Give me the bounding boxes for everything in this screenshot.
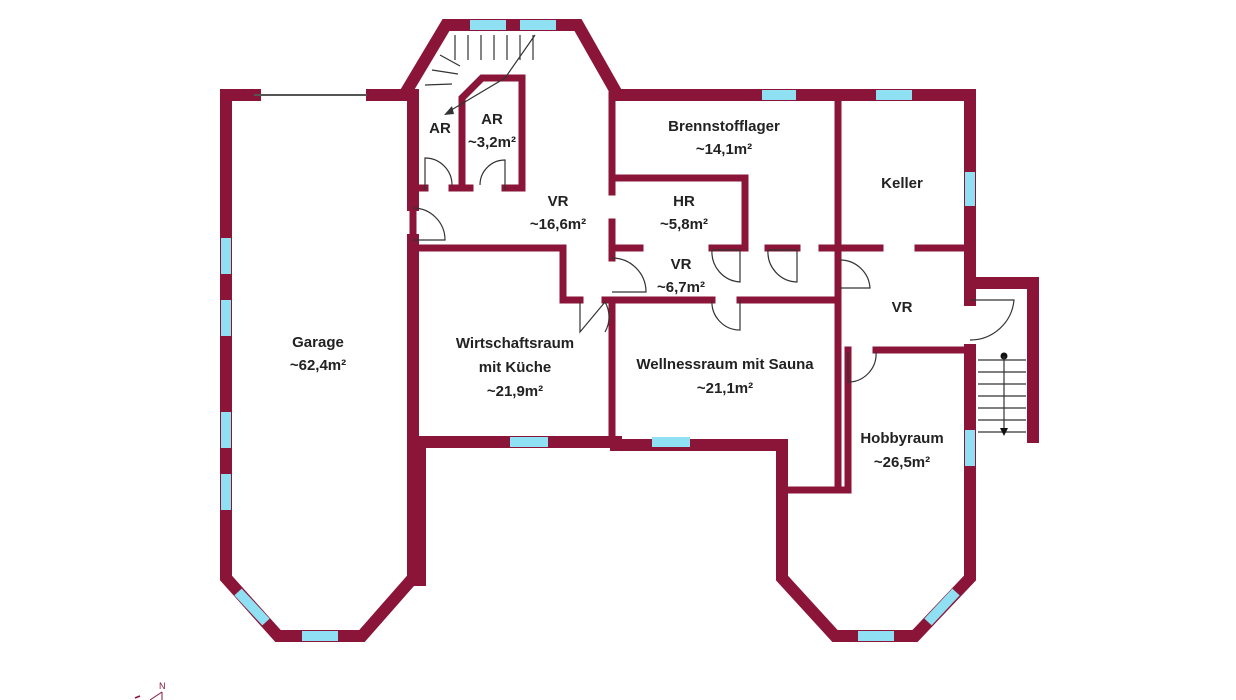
- wellnessraum-name: Wellnessraum mit Sauna: [636, 356, 814, 373]
- hr-area: ~5,8m²: [660, 216, 708, 233]
- garage-area: ~62,4m²: [290, 357, 346, 374]
- brennstofflager-area: ~14,1m²: [696, 141, 752, 158]
- vr-right-name: VR: [892, 299, 913, 316]
- windows: [221, 20, 975, 641]
- outer-walls: [220, 19, 1039, 642]
- wellnessraum-area: ~21,1m²: [697, 380, 753, 397]
- wirtschaftsraum-area: ~21,9m²: [487, 383, 543, 400]
- staircase-top: [424, 34, 536, 115]
- ar-right-area: ~3,2m²: [468, 134, 516, 151]
- ar-right-name: AR: [481, 111, 503, 128]
- brennstofflager-name: Brennstofflager: [668, 118, 780, 135]
- inner-walls: [409, 74, 974, 494]
- hobbyraum-area: ~26,5m²: [874, 454, 930, 471]
- wirtschaftsraum-line2: mit Küche: [479, 359, 552, 376]
- vr-hall-area: ~16,6m²: [530, 216, 586, 233]
- vr-hall-name: VR: [548, 193, 569, 210]
- compass-label: N: [159, 681, 166, 691]
- keller-name: Keller: [881, 175, 923, 192]
- garage-name: Garage: [292, 334, 344, 351]
- compass: N: [134, 681, 166, 700]
- hobbyraum-name: Hobbyraum: [860, 430, 943, 447]
- staircase-entrance: [978, 352, 1026, 436]
- wirtschaftsraum-line1: Wirtschaftsraum: [456, 335, 574, 352]
- hr-name: HR: [673, 193, 695, 210]
- vr-corridor-name: VR: [671, 256, 692, 273]
- vr-corridor-area: ~6,7m²: [657, 279, 705, 296]
- doors: [412, 157, 1015, 383]
- room-labels: Garage ~62,4m² AR AR ~3,2m² VR ~16,6m² B…: [290, 111, 944, 471]
- ar-left-name: AR: [429, 120, 451, 137]
